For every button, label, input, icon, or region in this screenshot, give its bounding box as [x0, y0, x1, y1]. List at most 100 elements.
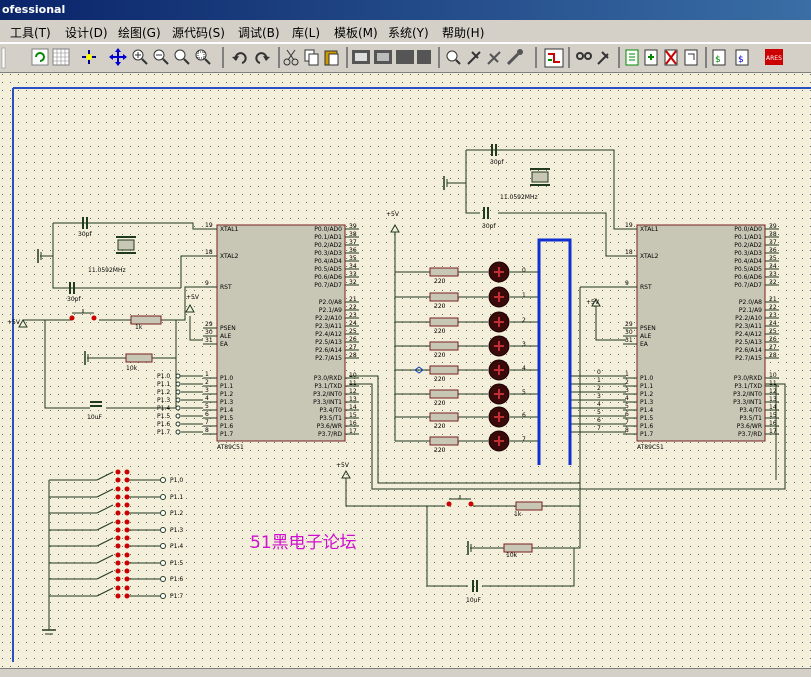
led-indicator: 0 — [488, 261, 526, 283]
make-device-icon[interactable] — [467, 51, 481, 65]
led-glow — [494, 267, 504, 277]
switch-terminal — [160, 576, 166, 582]
power-label: +5V — [186, 294, 200, 301]
power-arrow — [341, 469, 351, 479]
bom-icon-2[interactable]: $ — [735, 49, 749, 66]
origin-icon[interactable] — [82, 50, 96, 64]
property-tool-icon[interactable] — [597, 51, 609, 65]
pin-number: 9 — [625, 280, 629, 287]
pin-label: P3.7/RD — [738, 431, 762, 438]
pin-label: P2.6/A14 — [735, 347, 762, 354]
search-icon[interactable] — [576, 52, 592, 60]
switch-lever — [96, 521, 114, 531]
pin-number: 18 — [205, 249, 213, 256]
pin-number: 13 — [349, 396, 357, 403]
resistor-body — [515, 501, 543, 511]
pin-label: EA — [220, 341, 229, 348]
capacitor: 10uF — [87, 401, 102, 421]
chips: 19XTAL118XTAL29RST29PSEN30ALE31EA1P1.02P… — [203, 222, 779, 451]
redo-icon[interactable] — [255, 52, 270, 64]
switch-contact — [124, 560, 130, 566]
menu-design[interactable]: 设计(D) — [65, 26, 108, 40]
switch-contact — [115, 593, 121, 599]
menu-help[interactable]: 帮助(H) — [442, 26, 485, 40]
zoom-child-icon[interactable] — [684, 49, 698, 66]
menu-library[interactable]: 库(L) — [292, 26, 321, 40]
led-glow — [494, 436, 504, 446]
pin-number: 22 — [349, 304, 357, 311]
resistor-body — [429, 436, 459, 446]
led-glow — [494, 292, 504, 302]
probe-terminal — [175, 389, 181, 395]
power-label: +5V — [386, 211, 400, 218]
menu-template[interactable]: 模板(M) — [334, 26, 378, 40]
zoom-area-icon[interactable] — [195, 49, 211, 65]
netlist-icon[interactable] — [625, 49, 639, 66]
pin-label: XTAL2 — [640, 253, 659, 260]
remove-sheet-icon[interactable] — [664, 49, 678, 66]
pick-device-icon[interactable] — [446, 50, 461, 65]
pin-number: 39 — [349, 223, 357, 230]
packaging-icon[interactable] — [487, 51, 501, 65]
block-move-icon[interactable] — [374, 50, 392, 64]
capacitor: 10uF — [466, 580, 481, 604]
resistor: 220 — [429, 365, 459, 383]
wire-autoroute-icon[interactable] — [544, 48, 564, 68]
menu-source[interactable]: 源代码(S) — [172, 26, 225, 40]
title-bar: ofessional — [0, 0, 811, 20]
pin-number: 34 — [769, 263, 777, 270]
zoom-out-icon[interactable] — [153, 49, 169, 65]
cap-label: 10uF — [87, 414, 102, 421]
pin-label: P0.5/AD5 — [734, 266, 762, 273]
cap-label: 30pf — [67, 296, 81, 303]
pin-label: P1.0 — [640, 375, 653, 382]
pin-label: P3.6/WR — [737, 423, 762, 430]
copy-icon[interactable] — [304, 49, 319, 66]
led-number: 2 — [522, 317, 526, 324]
new-sheet-icon[interactable] — [644, 49, 658, 66]
menu-system[interactable]: 系统(Y) — [388, 26, 429, 40]
cap-label: 30pf — [482, 223, 496, 230]
pin-number: 25 — [349, 328, 357, 335]
led-indicator: 7 — [488, 430, 526, 452]
switch-lever — [96, 587, 114, 597]
button-contact — [69, 315, 75, 321]
pin-label: P3.5/T1 — [319, 415, 342, 422]
ground-symbol — [443, 176, 448, 190]
block-copy-icon[interactable] — [352, 50, 370, 64]
refresh-icon[interactable] — [31, 48, 49, 66]
zoom-all-icon[interactable] — [174, 49, 190, 65]
switch-contact — [124, 543, 130, 549]
pin-number: 33 — [349, 271, 357, 278]
power-terminal: +5V — [185, 294, 200, 313]
decompose-icon[interactable] — [506, 49, 523, 66]
pan-icon[interactable] — [109, 48, 127, 66]
crystal: 11.0592MHz — [88, 236, 136, 274]
switch-contact — [115, 502, 121, 508]
crystal-body — [117, 239, 135, 251]
undo-icon[interactable] — [232, 52, 247, 64]
pin-label: P2.5/A13 — [315, 339, 342, 346]
paste-icon[interactable] — [324, 50, 339, 66]
menu-tools[interactable]: 工具(T) — [10, 26, 51, 40]
cut-icon[interactable] — [283, 49, 299, 66]
led-glow — [494, 365, 504, 375]
bom-icon[interactable]: $ — [712, 49, 726, 66]
resistor-body — [429, 267, 459, 277]
pin-label: P3.2/INT0 — [313, 391, 342, 398]
switch-contact — [124, 568, 130, 574]
block-rotate-icon[interactable] — [396, 50, 414, 64]
block-delete-icon[interactable] — [417, 50, 431, 64]
probe-marker — [414, 366, 424, 374]
pin-label: P0.4/AD4 — [734, 258, 762, 265]
svg-text:$: $ — [738, 55, 744, 65]
menu-debug[interactable]: 调试(B) — [238, 26, 280, 40]
pin-label: P1.5 — [220, 415, 233, 422]
zoom-in-icon[interactable] — [132, 49, 148, 65]
grid-icon[interactable] — [52, 48, 70, 66]
menu-graph[interactable]: 绘图(G) — [118, 26, 161, 40]
ares-icon[interactable]: ARES — [765, 49, 783, 65]
crystal-label: 11.0592MHz — [88, 267, 126, 274]
capacitor: 30pf — [78, 217, 92, 238]
